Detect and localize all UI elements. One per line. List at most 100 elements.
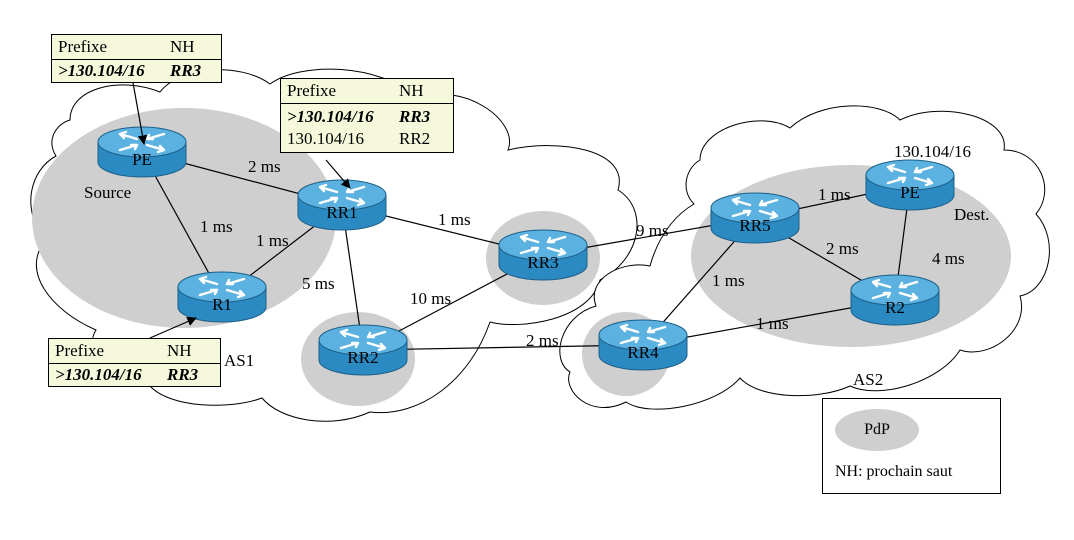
- table-header-prefix: Prefixe: [287, 81, 337, 100]
- router-arrow: [225, 288, 246, 299]
- router-arrow: [366, 341, 387, 352]
- router-arrow: [198, 275, 219, 286]
- link-latency-label: 1 ms: [438, 210, 471, 229]
- router-rr2[interactable]: RR2: [318, 324, 408, 376]
- router-pe1[interactable]: PE: [97, 126, 187, 178]
- table-row: >130.104/16 RR3: [281, 104, 453, 128]
- router-arrow: [731, 196, 752, 207]
- router-arrow: [318, 183, 339, 194]
- router-rr5[interactable]: RR5: [710, 192, 800, 244]
- router-arrows-icon: [339, 328, 387, 352]
- link-latency-label: 1 ms: [200, 217, 233, 236]
- link-latency-label: 2 ms: [526, 331, 559, 350]
- router-arrow: [758, 198, 779, 207]
- link-latency-label: 1 ms: [756, 314, 789, 333]
- row-prefix: >130.104/16: [55, 365, 142, 384]
- table-header-prefix: Prefixe: [55, 341, 105, 360]
- row-prefix: >130.104/16: [287, 107, 374, 126]
- table-row: 130.104/16 RR2: [281, 128, 453, 152]
- router-label: R1: [212, 295, 232, 314]
- legend-pdp-label: PdP: [864, 421, 890, 438]
- router-arrow: [913, 176, 934, 187]
- router-arrow: [339, 328, 360, 339]
- router-arrow: [619, 323, 640, 334]
- router-arrow: [225, 277, 246, 286]
- router-arrow: [646, 336, 667, 347]
- router-arrow: [731, 209, 752, 218]
- router-arrow: [898, 291, 919, 302]
- router-rr3[interactable]: RR3: [498, 229, 588, 281]
- row-prefix: >130.104/16: [58, 61, 145, 80]
- router-arrows-icon: [886, 163, 934, 187]
- router-arrow: [546, 235, 567, 244]
- router-label: R2: [885, 298, 905, 317]
- router-arrow: [898, 280, 919, 289]
- link-latency-label: 1 ms: [818, 185, 851, 204]
- router-label: PE: [900, 183, 920, 202]
- table-header-nh: NH: [167, 341, 192, 360]
- router-arrows-icon: [318, 183, 366, 207]
- legend-pdp-ellipse: PdP: [835, 409, 919, 451]
- router-label: PE: [132, 150, 152, 169]
- router-arrow: [198, 288, 219, 297]
- link-rr2-rr4: [362, 344, 644, 351]
- router-arrows-icon: [118, 130, 166, 154]
- router-arrow: [871, 291, 892, 300]
- dest-prefix-label: 130.104/16: [894, 142, 971, 161]
- table-row: >130.104/16 RR3: [49, 364, 220, 386]
- router-arrows-icon: [198, 275, 246, 299]
- r1-routing-table: Prefixe NH >130.104/16 RR3: [48, 338, 221, 387]
- router-label: RR2: [347, 348, 378, 367]
- router-arrow: [118, 143, 139, 152]
- pe-routing-table: Prefixe NH >130.104/16 RR3: [51, 34, 222, 83]
- legend-nh-label: NH: prochain saut: [835, 463, 953, 480]
- router-arrow: [366, 330, 387, 339]
- router-r2[interactable]: R2: [850, 274, 940, 326]
- r1-table-pointer: [149, 317, 197, 339]
- dest-label: Dest.: [954, 205, 989, 224]
- source-label: Source: [84, 183, 131, 202]
- router-label: RR4: [627, 343, 659, 362]
- link-latency-label: 10 ms: [410, 289, 451, 308]
- rr1-table-pointer: [325, 159, 351, 189]
- row-nh: RR3: [399, 107, 431, 126]
- router-arrow: [871, 278, 892, 289]
- link-latency-label: 1 ms: [256, 231, 289, 250]
- table-header-nh: NH: [399, 81, 424, 100]
- router-arrows-icon: [731, 196, 779, 220]
- link-latency-label: 4 ms: [932, 249, 965, 268]
- router-arrow: [519, 233, 540, 244]
- link-latency-label: 2 ms: [248, 157, 281, 176]
- router-arrow: [619, 336, 640, 345]
- router-arrow: [886, 176, 907, 185]
- link-latency-label: 1 ms: [712, 271, 745, 290]
- router-pe2[interactable]: PE: [865, 159, 955, 211]
- router-rr4[interactable]: RR4: [598, 319, 688, 371]
- router-r1[interactable]: R1: [177, 271, 267, 323]
- router-arrow: [118, 130, 139, 141]
- legend-box: PdP NH: prochain saut: [822, 398, 1001, 494]
- table-header-prefix: Prefixe: [58, 37, 108, 56]
- router-arrow: [318, 196, 339, 205]
- router-arrow: [145, 132, 166, 141]
- router-arrow: [758, 209, 779, 220]
- as2-label: AS2: [853, 370, 883, 389]
- row-nh: RR3: [167, 365, 199, 384]
- link-latency-label: 2 ms: [826, 239, 859, 258]
- router-label: RR3: [527, 253, 558, 272]
- table-row: >130.104/16 RR3: [52, 60, 221, 82]
- router-arrows-icon: [619, 323, 667, 347]
- router-arrows-icon: [519, 233, 567, 257]
- router-label: RR1: [326, 203, 357, 222]
- row-prefix: 130.104/16: [287, 129, 364, 148]
- row-nh: RR2: [399, 129, 431, 148]
- router-arrow: [646, 325, 667, 334]
- router-arrow: [145, 143, 166, 154]
- router-label: RR5: [739, 216, 770, 235]
- router-rr1[interactable]: RR1: [297, 179, 387, 231]
- router-arrow: [546, 246, 567, 257]
- router-arrow: [913, 165, 934, 174]
